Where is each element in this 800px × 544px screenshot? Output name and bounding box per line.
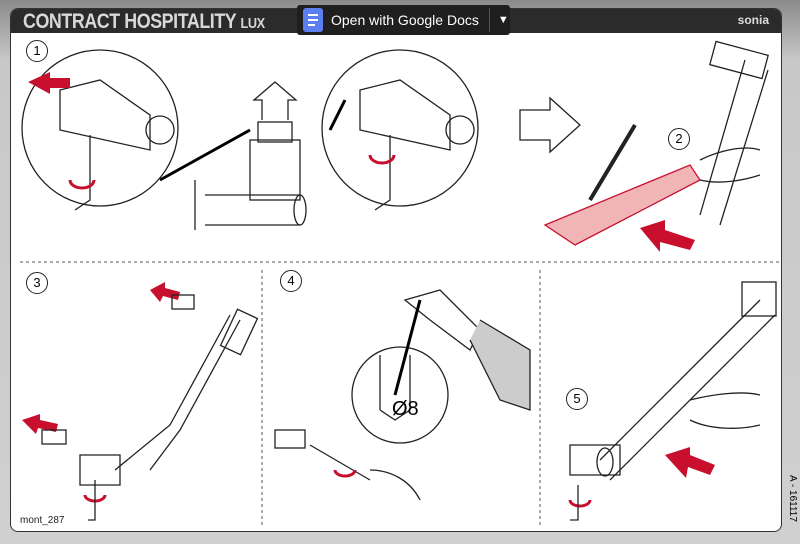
step5-illustration <box>568 281 777 521</box>
brand-logo: sonia <box>737 13 769 27</box>
separator <box>488 8 490 32</box>
step-number-3: 3 <box>26 272 48 294</box>
instruction-sheet: CONTRACT HOSPITALITY LUX sonia <box>10 8 782 532</box>
document-title: CONTRACT HOSPITALITY LUX <box>23 10 265 34</box>
step-number-2: 2 <box>668 128 690 150</box>
title-text: CONTRACT HOSPITALITY <box>23 10 236 33</box>
reference-number: A - 161117 <box>787 475 798 522</box>
step-number-5: 5 <box>566 388 588 410</box>
open-with-google-docs-button[interactable]: Open with Google Docs <box>331 12 479 28</box>
panel-dividers <box>20 261 780 525</box>
step1-illustration <box>21 49 479 230</box>
step4-illustration <box>274 289 531 501</box>
open-with-google-docs-bar: Open with Google Docs ▼ <box>297 5 510 35</box>
step-number-4: 4 <box>280 270 302 292</box>
step-number-1: 1 <box>26 40 48 62</box>
step3-illustration <box>22 282 259 521</box>
caret-down-icon[interactable]: ▼ <box>497 14 509 26</box>
title-suffix: LUX <box>240 15 266 32</box>
google-docs-icon[interactable] <box>303 8 323 32</box>
model-code: mont_287 <box>20 515 65 526</box>
drill-diameter-label: Ø8 <box>392 398 419 420</box>
step2-illustration <box>519 40 769 252</box>
